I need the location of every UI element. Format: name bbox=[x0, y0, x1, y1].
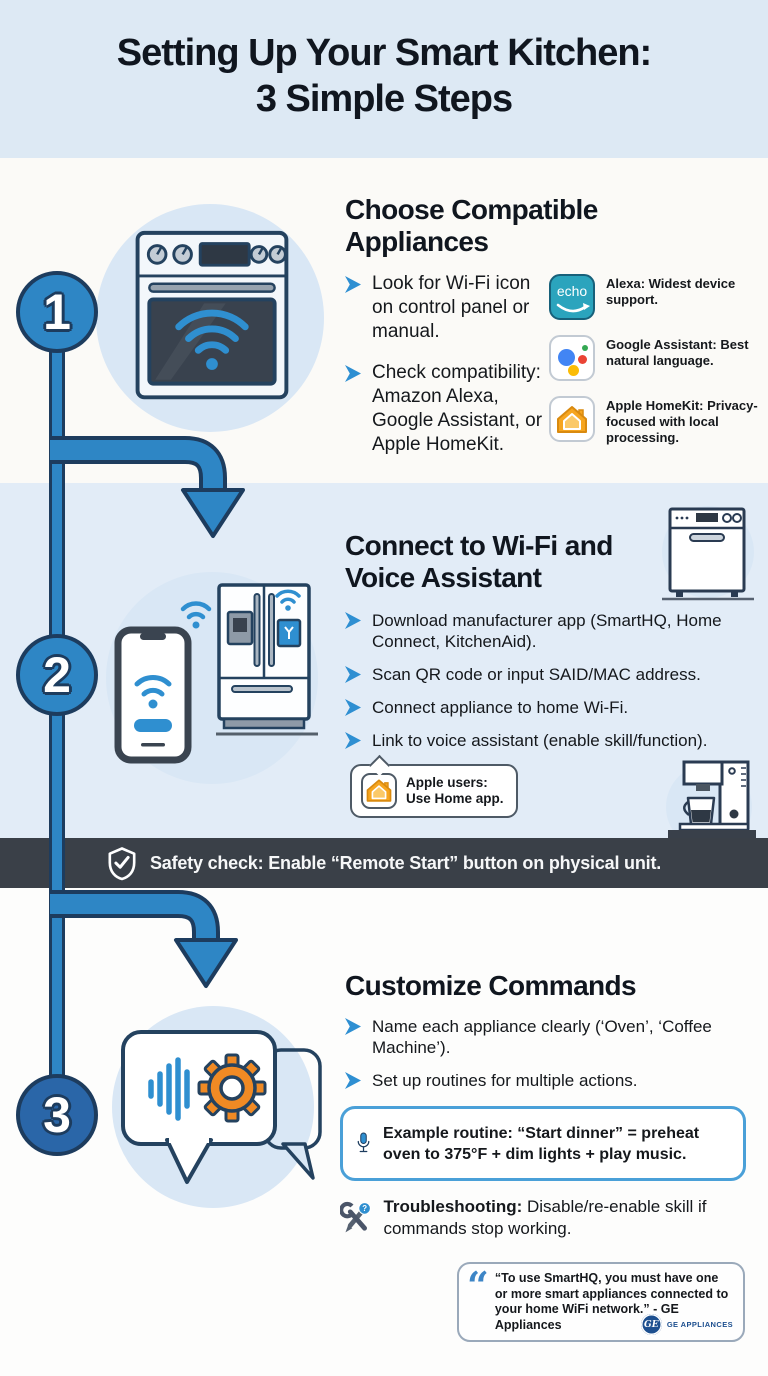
step-2-number: 2 bbox=[16, 634, 98, 716]
assistant-alexa: echo Alexa: Widest device support. bbox=[549, 274, 765, 320]
ge-attribution-text: GE APPLIANCES bbox=[666, 1320, 733, 1329]
bullet-arrow-icon bbox=[345, 365, 361, 382]
bullet-item: Set up routines for multiple actions. bbox=[345, 1070, 740, 1091]
amazon-echo-icon: echo bbox=[549, 274, 595, 320]
troubleshooting-row: ? Troubleshooting: Disable/re-enable ski… bbox=[340, 1194, 752, 1242]
bullet-item: Link to voice assistant (enable skill/fu… bbox=[345, 730, 765, 751]
safety-banner-text: Safety check: Enable “Remote Start” butt… bbox=[149, 852, 662, 873]
step-3-number: 3 bbox=[16, 1074, 98, 1156]
assistant-text: Apple HomeKit: Privacy-focused with loca… bbox=[606, 398, 758, 445]
assistant-list: echo Alexa: Widest device support. Googl… bbox=[549, 274, 765, 446]
step-1-bullets: Look for Wi-Fi icon on control panel or … bbox=[345, 272, 550, 457]
shield-check-icon bbox=[108, 846, 136, 880]
step-1-title: Choose Compatible Appliances bbox=[345, 194, 598, 257]
bullet-item: Download manufacturer app (SmartHQ, Home… bbox=[345, 610, 765, 652]
bullet-arrow-icon bbox=[345, 732, 361, 749]
assistant-homekit: Apple HomeKit: Privacy-focused with loca… bbox=[549, 396, 765, 446]
smartphone-illustration bbox=[114, 626, 192, 764]
arrow-down-icon bbox=[50, 436, 245, 538]
bullet-arrow-icon bbox=[345, 1018, 361, 1035]
ge-appliances-attribution: GE GE APPLIANCES bbox=[640, 1314, 733, 1335]
step-3-title: Customize Commands bbox=[345, 970, 637, 1001]
bullet-arrow-icon bbox=[345, 276, 361, 293]
safety-banner: Safety check: Enable “Remote Start” butt… bbox=[0, 838, 768, 888]
example-routine-text: Example routine: “Start dinner” = prehea… bbox=[383, 1124, 700, 1163]
step-2-bullets: Download manufacturer app (SmartHQ, Home… bbox=[345, 610, 765, 751]
assistant-google: Google Assistant: Best natural language. bbox=[549, 335, 765, 381]
apple-users-callout: Apple users: Use Home app. bbox=[350, 754, 518, 818]
wifi-icon bbox=[180, 601, 212, 629]
troubleshooting-tools-icon: ? bbox=[340, 1201, 371, 1233]
microphone-icon bbox=[357, 1132, 370, 1153]
coffee-machine-icon bbox=[668, 760, 756, 838]
bullet-arrow-icon bbox=[345, 666, 361, 683]
troubleshooting-text: Troubleshooting: Disable/re-enable skill… bbox=[383, 1197, 707, 1238]
title-line-1: Setting Up Your Smart Kitchen: bbox=[116, 32, 652, 74]
page-title: Setting Up Your Smart Kitchen: 3 Simple … bbox=[0, 30, 768, 122]
bullet-item: Look for Wi-Fi icon on control panel or … bbox=[345, 272, 550, 344]
smart-fridge-illustration bbox=[216, 583, 318, 736]
google-assistant-icon bbox=[549, 335, 595, 381]
quote-icon: “ bbox=[467, 1263, 489, 1308]
callout-text: Apple users: Use Home app. bbox=[406, 775, 504, 806]
svg-text:?: ? bbox=[362, 1204, 367, 1213]
bullet-arrow-icon bbox=[345, 612, 361, 629]
arrow-down-icon bbox=[50, 890, 238, 988]
ge-logo: GE bbox=[640, 1314, 662, 1335]
example-routine-box: Example routine: “Start dinner” = prehea… bbox=[340, 1106, 746, 1181]
bullet-arrow-icon bbox=[345, 699, 361, 716]
step-2-title: Connect to Wi-Fi and Voice Assistant bbox=[345, 530, 613, 593]
bullet-item: Connect appliance to home Wi-Fi. bbox=[345, 697, 765, 718]
smart-oven-illustration bbox=[135, 230, 289, 400]
header: Setting Up Your Smart Kitchen: 3 Simple … bbox=[0, 0, 768, 158]
bullet-item: Check compatibility: Amazon Alexa, Googl… bbox=[345, 361, 550, 457]
step-1-number: 1 bbox=[16, 271, 98, 353]
apple-homekit-icon bbox=[549, 396, 595, 442]
step-3-bullets: Name each appliance clearly (‘Oven’, ‘Co… bbox=[345, 1016, 740, 1091]
quote-box: “ “To use SmartHQ, you must have one or … bbox=[457, 1262, 745, 1342]
assistant-text: Google Assistant: Best natural language. bbox=[606, 337, 749, 368]
dishwasher-icon bbox=[662, 507, 754, 601]
assistant-text: Alexa: Widest device support. bbox=[606, 276, 736, 307]
gear-icon bbox=[197, 1053, 267, 1123]
bullet-item: Scan QR code or input SAID/MAC address. bbox=[345, 664, 765, 685]
bullet-item: Name each appliance clearly (‘Oven’, ‘Co… bbox=[345, 1016, 740, 1058]
title-line-2: 3 Simple Steps bbox=[255, 78, 513, 120]
voice-command-gear-illustration bbox=[121, 1030, 322, 1184]
home-app-icon bbox=[361, 773, 397, 809]
quote-text: “To use SmartHQ, you must have one or mo… bbox=[494, 1271, 729, 1332]
bullet-arrow-icon bbox=[345, 1072, 361, 1089]
